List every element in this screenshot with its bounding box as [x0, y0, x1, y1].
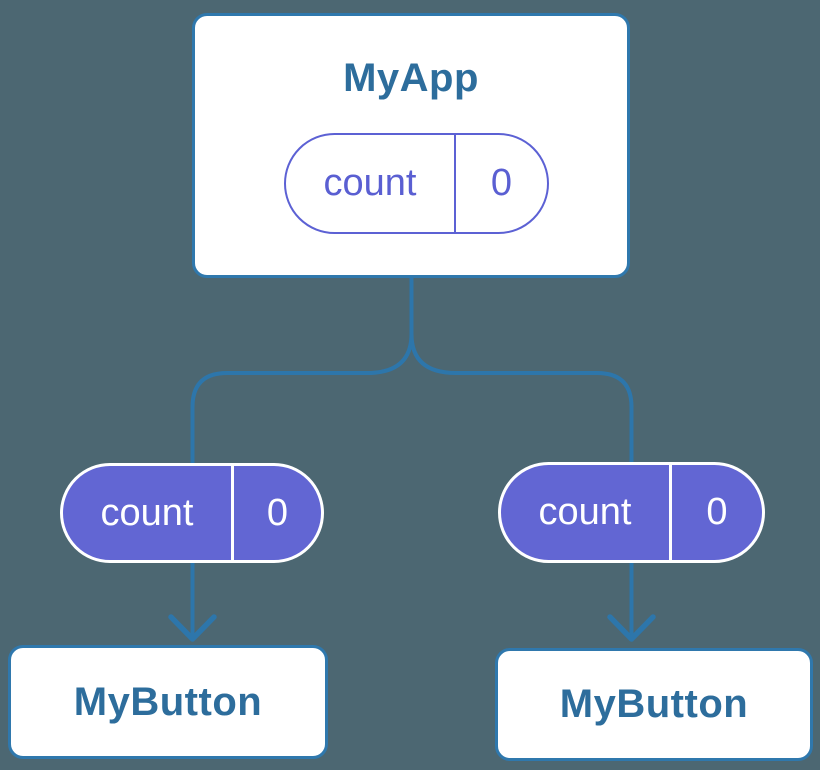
component-card-myapp: MyApp count 0	[192, 13, 630, 278]
prop-name: count	[100, 491, 194, 534]
prop-value: 0	[669, 465, 762, 560]
prop-value: 0	[231, 466, 321, 560]
prop-pill-left: count 0	[60, 463, 324, 563]
arrowhead-left-icon	[168, 614, 217, 642]
state-pill-myapp: count 0	[284, 133, 549, 234]
prop-pill-right: count 0	[498, 462, 765, 563]
connector-branch-left	[190, 333, 414, 636]
component-title: MyApp	[343, 56, 479, 100]
state-value: 0	[454, 135, 547, 232]
prop-name: count	[538, 491, 632, 533]
connector-branch-right	[409, 333, 634, 636]
component-card-mybutton-left: MyButton	[8, 645, 328, 759]
component-title: MyButton	[559, 682, 749, 726]
component-card-mybutton-right: MyButton	[495, 648, 813, 761]
state-name: count	[323, 162, 417, 204]
arrowhead-right-icon	[607, 614, 656, 642]
component-title: MyButton	[73, 679, 263, 724]
